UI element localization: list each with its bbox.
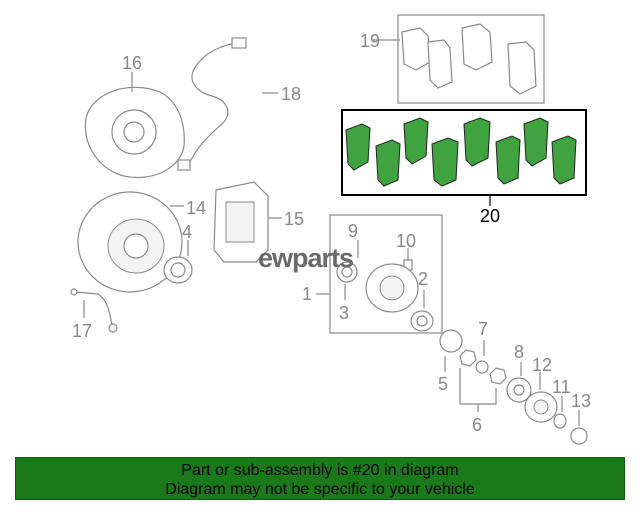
callout-17[interactable]: 17 [72,321,92,341]
callout-10[interactable]: 10 [396,231,416,251]
banner-line-2: Diagram may not be specific to your vehi… [165,481,475,498]
svg-text:ewparts: ewparts [258,243,353,273]
callout-18[interactable]: 18 [281,84,301,104]
part-20-pad-shim-kit[interactable] [341,109,587,206]
callout-3[interactable]: 3 [339,303,349,323]
callout-7[interactable]: 7 [478,319,488,339]
part-3-bearing[interactable] [336,261,358,300]
part-5-o-ring[interactable] [439,329,463,372]
part-1-hub-assembly[interactable] [316,214,443,334]
banner-line-1: Part or sub-assembly is #20 in diagram [181,462,459,479]
part-18-abs-sensor-harness[interactable] [177,37,278,171]
callout-4[interactable]: 4 [182,222,192,242]
callout-9[interactable]: 9 [348,221,358,241]
part-4-seal[interactable] [163,240,193,284]
info-banner: Part or sub-assembly is #20 in diagram D… [15,457,625,500]
callout-12[interactable]: 12 [532,355,552,375]
part-14-brake-rotor[interactable] [77,191,184,293]
callout-1[interactable]: 1 [302,284,312,304]
part-17-brake-hose[interactable] [70,288,118,333]
part-11-snap-ring[interactable] [553,396,567,429]
callout-13[interactable]: 13 [571,391,591,411]
callout-14[interactable]: 14 [186,198,206,218]
callout-19[interactable]: 19 [360,31,380,51]
part-16-dust-shield[interactable] [84,72,185,179]
part-8-flange[interactable] [506,362,532,403]
callout-5[interactable]: 5 [438,374,448,394]
callout-20[interactable]: 20 [480,206,500,226]
part-19-brake-pad-set[interactable] [372,14,545,104]
callout-15[interactable]: 15 [284,209,304,229]
parts-diagram: 19 20 16 18 14 [70,14,591,445]
part-13-hub-cap[interactable] [570,410,588,445]
callout-6[interactable]: 6 [472,415,482,435]
part-7-washer[interactable] [475,340,489,374]
part-12-locking-hub[interactable] [524,372,558,423]
part-15-brake-caliper[interactable] [213,181,282,263]
hub-body [365,263,419,313]
callout-2[interactable]: 2 [418,269,428,289]
callout-11[interactable]: 11 [552,377,571,397]
part-2-oil-seal[interactable] [410,290,434,332]
callout-8[interactable]: 8 [514,342,524,362]
watermark-logo: ewparts [258,243,354,273]
callout-16[interactable]: 16 [122,53,142,73]
part-6-nut-set[interactable] [459,349,507,412]
